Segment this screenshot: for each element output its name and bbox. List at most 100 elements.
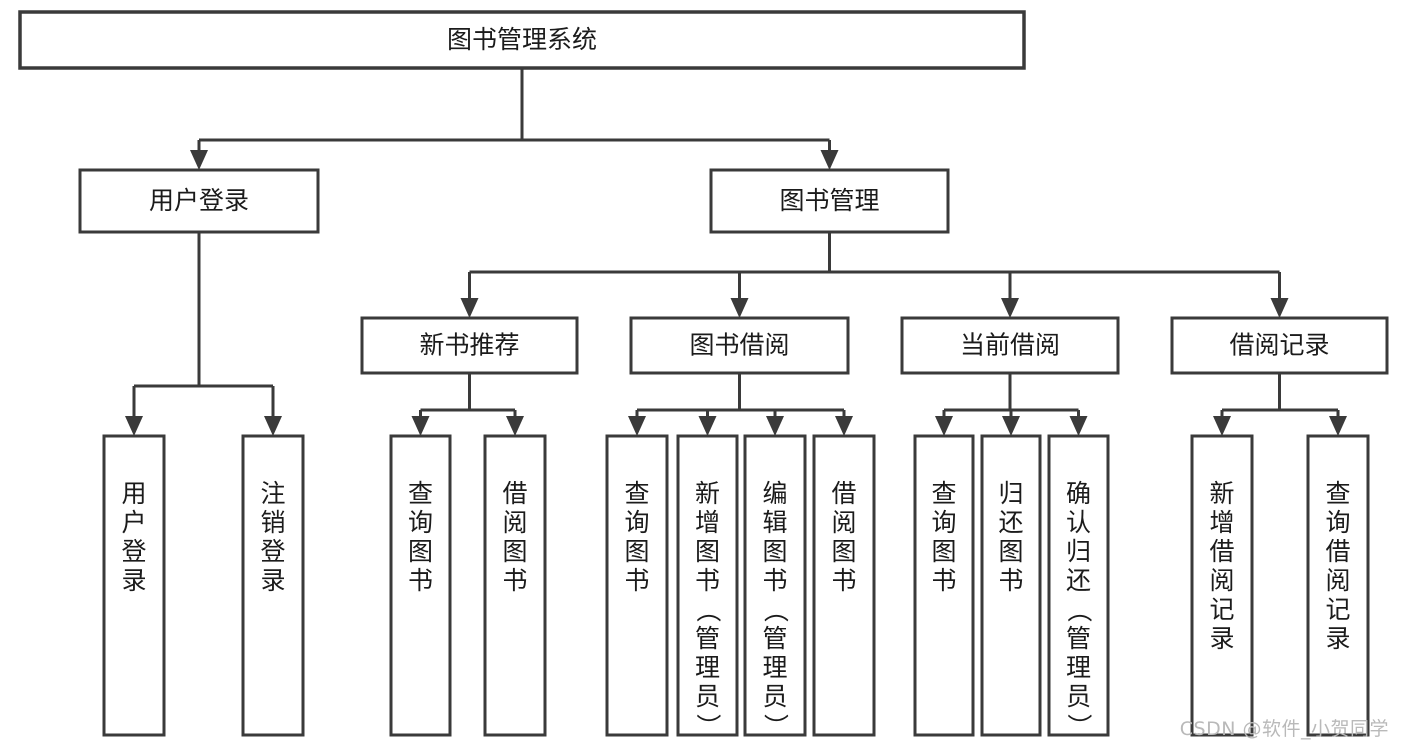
svg-text:书: 书 xyxy=(762,566,787,595)
arrow-head-icon xyxy=(698,416,717,436)
node-leaf[interactable] xyxy=(605,434,669,737)
svg-text:询: 询 xyxy=(1325,508,1350,537)
svg-text:确: 确 xyxy=(1066,479,1091,508)
svg-text:图: 图 xyxy=(408,537,433,566)
svg-text:理: 理 xyxy=(762,653,787,682)
node-label-vertical: 用户登录 xyxy=(121,479,146,595)
node-leaf[interactable] xyxy=(812,434,876,737)
svg-text:增: 增 xyxy=(1209,508,1234,537)
svg-text:认: 认 xyxy=(1066,508,1091,537)
node-l2-图书管理[interactable] xyxy=(709,168,950,234)
node-leaf[interactable] xyxy=(1190,434,1254,737)
arrow-head-icon xyxy=(820,150,839,170)
svg-text:图: 图 xyxy=(831,537,856,566)
arrow-head-icon xyxy=(1069,416,1088,436)
svg-text:查: 查 xyxy=(408,479,433,508)
node-leaf[interactable] xyxy=(980,434,1042,737)
node-leaf[interactable] xyxy=(913,434,975,737)
svg-text:）: ） xyxy=(1065,713,1094,738)
node-label: 借阅记录 xyxy=(1229,331,1329,360)
node-leaf[interactable] xyxy=(483,434,547,737)
svg-text:书: 书 xyxy=(695,566,720,595)
svg-text:登: 登 xyxy=(121,537,146,566)
svg-text:录: 录 xyxy=(1325,624,1350,653)
arrow-head-icon xyxy=(1270,298,1289,318)
svg-text:查: 查 xyxy=(931,479,956,508)
node-l2-用户登录[interactable] xyxy=(78,168,320,234)
svg-text:辑: 辑 xyxy=(762,508,787,537)
node-l3-借阅记录[interactable] xyxy=(1170,316,1389,375)
svg-text:登: 登 xyxy=(260,537,285,566)
svg-text:图: 图 xyxy=(998,537,1023,566)
arrow-head-icon xyxy=(460,298,479,318)
svg-text:记: 记 xyxy=(1209,595,1234,624)
svg-text:编: 编 xyxy=(762,479,787,508)
arrow-head-icon xyxy=(1329,416,1347,436)
node-leaf[interactable] xyxy=(676,434,739,737)
svg-text:（: （ xyxy=(694,597,723,622)
svg-text:还: 还 xyxy=(998,508,1023,537)
node-leaf[interactable] xyxy=(743,434,807,737)
svg-text:增: 增 xyxy=(695,508,720,537)
svg-text:销: 销 xyxy=(260,508,285,537)
node-layer: 图书管理系统用户登录图书管理新书推荐图书借阅当前借阅借阅记录用户登录注销登录查询… xyxy=(18,10,1389,739)
node-leaf[interactable] xyxy=(102,434,166,737)
arrow-head-icon xyxy=(730,298,749,318)
svg-text:（: （ xyxy=(1065,597,1094,622)
node-label: 当前借阅 xyxy=(960,331,1060,360)
node-l3-图书借阅[interactable] xyxy=(629,316,850,375)
svg-text:记: 记 xyxy=(1325,595,1350,624)
node-l3-当前借阅[interactable] xyxy=(900,316,1120,375)
svg-text:借: 借 xyxy=(502,479,527,508)
svg-text:查: 查 xyxy=(624,479,649,508)
node-leaf[interactable] xyxy=(1047,434,1110,737)
svg-text:询: 询 xyxy=(408,508,433,537)
node-label: 用户登录 xyxy=(149,186,249,215)
svg-text:借: 借 xyxy=(831,479,856,508)
arrow-head-icon xyxy=(1213,416,1231,436)
arrow-head-icon xyxy=(411,416,430,436)
svg-text:阅: 阅 xyxy=(1209,566,1234,595)
node-root-图书管理系统[interactable] xyxy=(18,10,1026,70)
node-label: 新书推荐 xyxy=(419,331,519,360)
svg-text:理: 理 xyxy=(1066,653,1091,682)
svg-text:借: 借 xyxy=(1325,537,1350,566)
svg-text:）: ） xyxy=(761,713,790,738)
node-leaf[interactable] xyxy=(389,434,452,737)
svg-text:录: 录 xyxy=(260,566,285,595)
svg-text:图: 图 xyxy=(931,537,956,566)
svg-text:图: 图 xyxy=(502,537,527,566)
node-leaf[interactable] xyxy=(1306,434,1370,737)
svg-text:（: （ xyxy=(761,597,790,622)
svg-text:员: 员 xyxy=(1066,682,1091,711)
arrow-head-icon xyxy=(1002,416,1020,436)
svg-text:）: ） xyxy=(694,713,723,738)
svg-text:查: 查 xyxy=(1325,479,1350,508)
svg-text:阅: 阅 xyxy=(831,508,856,537)
node-l3-新书推荐[interactable] xyxy=(360,316,579,375)
svg-text:还: 还 xyxy=(1066,566,1091,595)
svg-text:书: 书 xyxy=(408,566,433,595)
svg-text:注: 注 xyxy=(260,479,285,508)
svg-text:询: 询 xyxy=(931,508,956,537)
node-leaf[interactable] xyxy=(241,434,305,737)
svg-text:书: 书 xyxy=(624,566,649,595)
svg-text:书: 书 xyxy=(831,566,856,595)
arrow-head-icon xyxy=(125,416,143,436)
svg-text:图: 图 xyxy=(695,537,720,566)
connector-layer xyxy=(125,68,1347,436)
svg-text:询: 询 xyxy=(624,508,649,537)
